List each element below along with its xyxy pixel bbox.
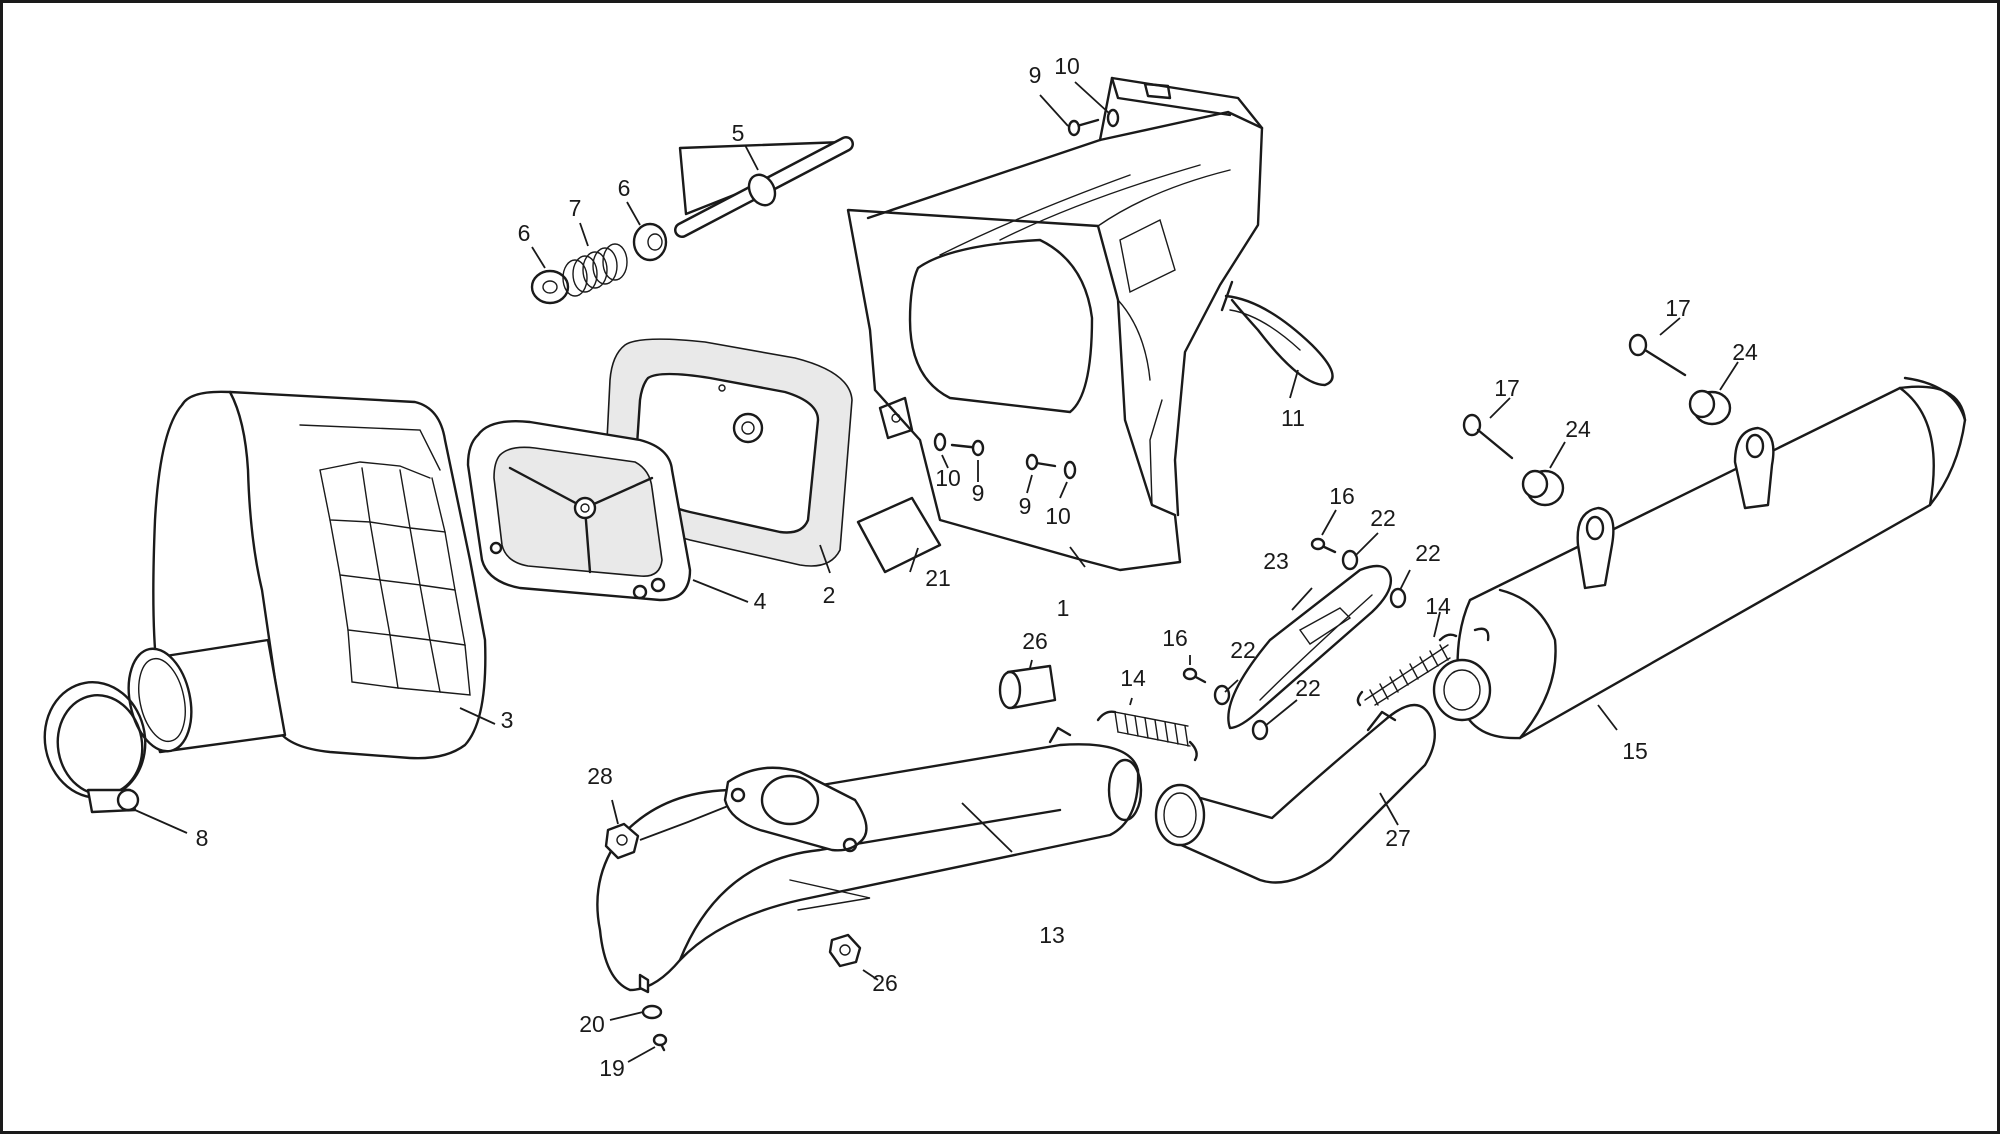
callout-labels: 1 2 3 4 5 6 6 7 8 9 10 10 9 9 10 11 13 1… xyxy=(196,53,1758,1081)
part-10-washer-right xyxy=(1063,460,1077,480)
callout-22: 22 xyxy=(1295,675,1321,701)
callout-16: 16 xyxy=(1162,625,1188,651)
part-22-washer-lower xyxy=(1251,719,1269,741)
callout-8: 8 xyxy=(196,825,209,851)
part-17-bolt-left xyxy=(1462,413,1514,460)
callout-3: 3 xyxy=(501,707,514,733)
part-26-nut xyxy=(828,933,862,968)
part-27-link-pipe xyxy=(1154,703,1436,884)
callout-4: 4 xyxy=(754,588,767,614)
part-9-screw-left xyxy=(950,439,985,457)
part-28-nut xyxy=(604,805,729,860)
callout-11: 11 xyxy=(1281,405,1305,431)
callout-10: 10 xyxy=(1045,503,1071,529)
part-17-bolt-right xyxy=(1628,333,1687,377)
callout-26: 26 xyxy=(872,970,898,996)
part-9-screw-right xyxy=(1025,453,1057,471)
part-3-inlet-tube xyxy=(127,638,287,754)
part-21-label xyxy=(856,496,942,574)
part-8-hose-clamp xyxy=(43,681,147,814)
part-16-bolt-lower xyxy=(1182,667,1207,684)
part-22-washer-right xyxy=(1389,587,1407,609)
part-4-filter-cage xyxy=(466,420,692,602)
part-22-washer-middle xyxy=(1213,684,1231,706)
part-6-bushing-right xyxy=(632,222,668,262)
part-9-screw-top xyxy=(1067,118,1100,137)
part-13-exhaust-header xyxy=(596,726,1143,994)
callout-6: 6 xyxy=(518,220,531,246)
callout-22: 22 xyxy=(1370,505,1396,531)
callout-14: 14 xyxy=(1120,665,1146,691)
callout-9: 9 xyxy=(972,480,985,506)
callout-5: 5 xyxy=(732,120,745,146)
callout-17: 17 xyxy=(1665,295,1691,321)
part-20-washer xyxy=(641,1004,663,1020)
callout-22: 22 xyxy=(1230,637,1256,663)
part-24-grommet-left xyxy=(1521,469,1565,507)
callout-23: 23 xyxy=(1263,548,1289,574)
part-5-rod xyxy=(674,136,854,238)
callout-2: 2 xyxy=(823,582,836,608)
part-14-spring-lower xyxy=(1096,710,1198,762)
part-10-washer-left xyxy=(933,432,947,452)
part-26-spacer xyxy=(998,664,1057,710)
callout-20: 20 xyxy=(579,1011,605,1037)
callout-17: 17 xyxy=(1494,375,1520,401)
callout-16: 16 xyxy=(1329,483,1355,509)
callout-13: 13 xyxy=(1039,922,1065,948)
callout-10: 10 xyxy=(1054,53,1080,79)
callout-15: 15 xyxy=(1622,738,1648,764)
part-16-bolt-upper xyxy=(1310,537,1337,554)
callout-7: 7 xyxy=(569,195,582,221)
callout-9: 9 xyxy=(1019,493,1032,519)
part-6-bushing-left xyxy=(530,269,570,305)
callout-22: 22 xyxy=(1415,540,1441,566)
callout-21: 21 xyxy=(925,565,951,591)
callout-24: 24 xyxy=(1732,339,1758,365)
callout-27: 27 xyxy=(1385,825,1411,851)
part-1-airbox-housing xyxy=(846,76,1264,572)
leader-lines xyxy=(134,81,1739,1063)
callout-10: 10 xyxy=(935,465,961,491)
part-14-spring-upper xyxy=(1356,633,1458,707)
callout-19: 19 xyxy=(599,1055,625,1081)
part-10-washer-top xyxy=(1106,108,1120,128)
callout-6: 6 xyxy=(618,175,631,201)
part-19-screw xyxy=(652,1033,668,1052)
callout-14: 14 xyxy=(1425,593,1451,619)
part-15-muffler xyxy=(1432,376,1967,740)
part-24-grommet-right xyxy=(1688,389,1732,426)
part-22-washer-upper xyxy=(1341,549,1359,571)
part-23-heat-shield xyxy=(1227,564,1393,730)
callout-26: 26 xyxy=(1022,628,1048,654)
callout-28: 28 xyxy=(587,763,613,789)
callout-1: 1 xyxy=(1057,595,1070,621)
part-11-strap xyxy=(1220,280,1334,387)
callout-9: 9 xyxy=(1029,62,1042,88)
callout-24: 24 xyxy=(1565,416,1591,442)
part-7-spring xyxy=(562,243,628,297)
